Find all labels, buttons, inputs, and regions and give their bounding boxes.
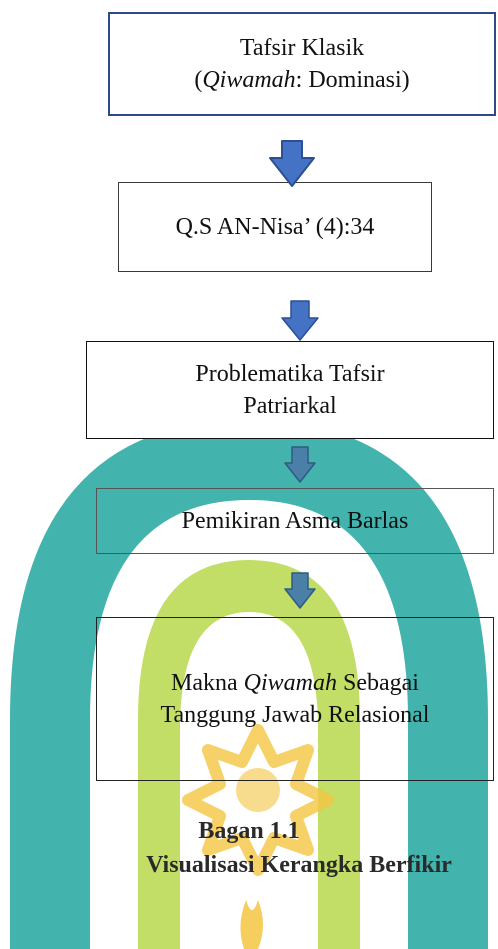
node-text-line: Problematika Tafsir [195, 358, 384, 390]
node-tafsir-klasik: Tafsir Klasik (Qiwamah: Dominasi) [108, 12, 496, 116]
node-qs-an-nisa: Q.S AN-Nisa’ (4):34 [118, 182, 432, 272]
node-text: Tafsir Klasik (Qiwamah: Dominasi) [194, 32, 409, 97]
arrow-down-icon [269, 140, 315, 187]
node-text-italic: Qiwamah [243, 669, 337, 696]
node-asma-barlas: Pemikiran Asma Barlas [96, 488, 494, 554]
node-text-segment: Tafsir Klasik [239, 34, 365, 61]
node-text-segment: Sebagai [337, 669, 419, 696]
node-text-segment: Makna [171, 669, 244, 696]
node-text-segment: Problematika Tafsir [195, 360, 385, 387]
node-text-segment: Pemikiran Asma Barlas [181, 507, 409, 534]
watermark-flame [240, 900, 263, 949]
node-text-segment: ( [194, 67, 203, 93]
node-text-line: Tafsir Klasik [194, 32, 409, 64]
caption-title: Visualisasi Kerangka Berfikir [146, 852, 452, 878]
node-text-line: (Qiwamah: Dominasi) [194, 64, 409, 96]
node-text-line: Tanggung Jawab Relasional [161, 699, 430, 731]
node-text-segment: Tanggung Jawab Relasional [160, 702, 430, 728]
watermark-outer-arch [10, 420, 488, 949]
node-text: Pemikiran Asma Barlas [182, 505, 409, 537]
watermark-inner-arch [138, 560, 360, 949]
node-text: Q.S AN-Nisa’ (4):34 [176, 211, 375, 243]
node-text-segment: Patriarkal [243, 393, 337, 419]
arrow-down-icon [284, 572, 316, 609]
caption-label: Bagan 1.1 [198, 818, 300, 844]
arrow-down-icon [284, 446, 316, 483]
node-text-line: Pemikiran Asma Barlas [182, 505, 409, 537]
node-text-segment: Q.S AN-Nisa’ (4):34 [175, 213, 375, 240]
node-text-line: Patriarkal [195, 390, 384, 422]
arrow-down-icon [281, 300, 319, 341]
node-text-italic: Qiwamah [202, 67, 296, 93]
watermark-star [182, 724, 334, 876]
node-text-segment: : Dominasi) [295, 67, 410, 93]
node-text-line: Q.S AN-Nisa’ (4):34 [176, 211, 375, 243]
node-text-line: Makna Qiwamah Sebagai [161, 667, 430, 699]
